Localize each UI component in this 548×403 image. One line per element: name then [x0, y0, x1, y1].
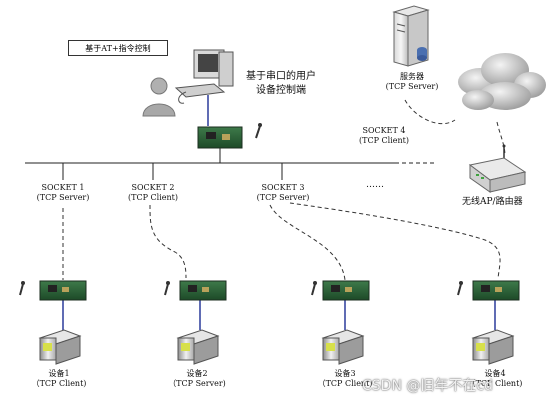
device1-icon [38, 329, 82, 365]
socket3-label: SOCKET 3 (TCP Server) [250, 183, 316, 203]
socket3-path-b [289, 202, 501, 279]
device2-board-icon [164, 280, 227, 301]
socket2-line1: SOCKET 2 [131, 183, 175, 192]
device3-icon [321, 329, 365, 365]
device4-icon [471, 329, 515, 365]
user-terminal-label: 基于串口的用户 设备控制端 [246, 70, 316, 98]
device3-label: 设备3 （TCP Client) [310, 369, 380, 389]
device1-line2: （TCP Client) [31, 379, 87, 388]
device1-line1: 设备1 [48, 369, 70, 378]
socket2-label: SOCKET 2 (TCP Client) [120, 183, 186, 203]
server-uplink-path [404, 99, 456, 125]
cloud-router-path [496, 121, 506, 157]
device2-line2: （TCP Server) [168, 379, 226, 388]
socket3-path-a [269, 204, 346, 281]
device4-board-icon [457, 280, 520, 301]
device2-line1: 设备2 [186, 369, 208, 378]
socket1-line1: SOCKET 1 [41, 183, 85, 192]
socket3-line1: SOCKET 3 [261, 183, 305, 192]
device1-board-icon [19, 280, 87, 301]
server-label: 服务器 (TCP Server) [380, 72, 444, 92]
at-command-callout: 基于AT+指令控制 [68, 40, 168, 56]
device4-label: 设备4 （TCP Client) [460, 369, 530, 389]
socket4-line2: (TCP Client) [359, 136, 409, 145]
socket3-line2: (TCP Server) [256, 193, 310, 202]
socket2-line2: (TCP Client) [128, 193, 178, 202]
socket4-label: SOCKET 4 (TCP Client) [352, 126, 416, 146]
computer-icon [174, 49, 234, 104]
server-icon [392, 5, 430, 67]
device1-label: 设备1 （TCP Client) [24, 369, 94, 389]
device2-icon [176, 329, 220, 365]
socket4-line1: SOCKET 4 [362, 126, 406, 135]
device4-line1: 设备4 [484, 369, 506, 378]
device3-line2: （TCP Client) [317, 379, 373, 388]
internet-cloud-icon [458, 53, 546, 110]
router-icon [468, 144, 527, 193]
device3-board-icon [311, 280, 370, 301]
socket2-path [149, 204, 187, 279]
server-label-line2: (TCP Server) [385, 82, 439, 91]
controller-board-icon [197, 123, 262, 149]
device3-line1: 设备3 [334, 369, 356, 378]
user-terminal-line1: 基于串口的用户 [246, 71, 316, 82]
device2-label: 设备2 （TCP Server) [162, 369, 232, 389]
user-terminal-line2: 设备控制端 [256, 85, 306, 96]
server-label-line1: 服务器 [400, 72, 424, 81]
router-label: 无线AP/路由器 [462, 197, 523, 207]
socket1-label: SOCKET 1 (TCP Server) [30, 183, 96, 203]
user-avatar-icon [142, 77, 176, 117]
socket1-line2: (TCP Server) [36, 193, 90, 202]
device4-line2: （TCP Client) [467, 379, 523, 388]
csdn-watermark: CSDN @旧年不在cd [362, 378, 493, 394]
ellipsis-label: …… [366, 180, 384, 190]
